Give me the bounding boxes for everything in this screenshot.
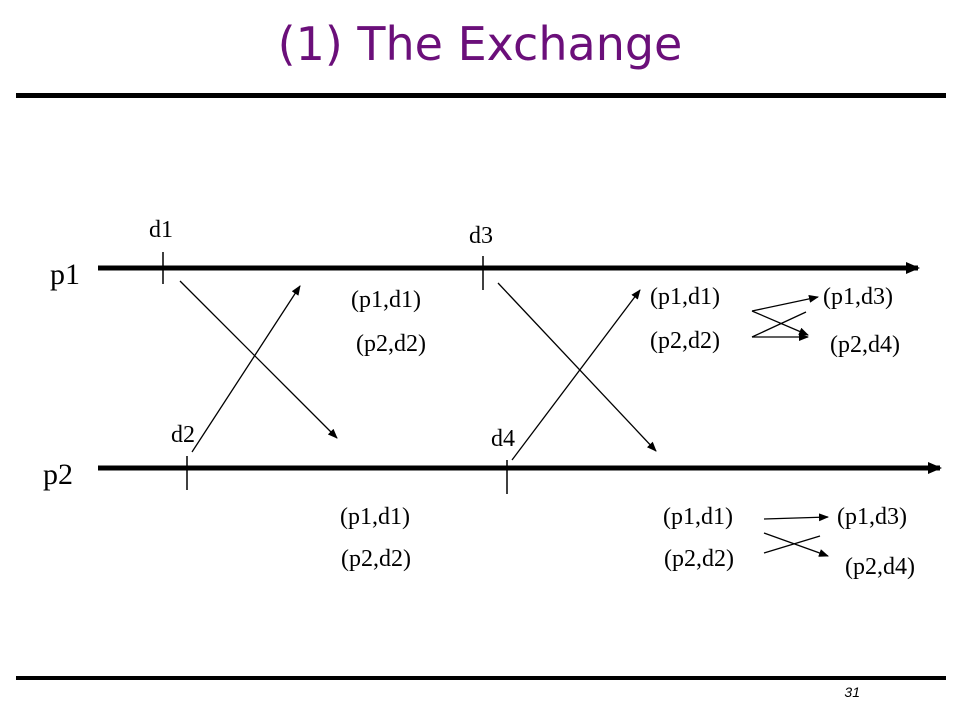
top-rule — [16, 93, 946, 98]
event-label-d3: d3 — [469, 223, 493, 249]
event-label-d4: d4 — [491, 426, 515, 452]
event-label-d1: d1 — [149, 217, 173, 243]
state-label: (p1,d1) — [340, 504, 410, 530]
event-label-d2: d2 — [171, 422, 195, 448]
state-label: (p2,d2) — [650, 328, 720, 354]
message-arrow-d4-to-p1 — [511, 289, 641, 461]
state-label: (p2,d4) — [845, 554, 915, 580]
message-arrow-d2-to-p1 — [191, 285, 301, 453]
state-label: (p2,d2) — [341, 546, 411, 572]
state-label: (p1,d1) — [663, 504, 733, 530]
state-label: (p1,d3) — [837, 504, 907, 530]
swap-arrow — [763, 532, 829, 557]
swap-arrow — [751, 294, 819, 312]
state-label: (p2,d2) — [664, 546, 734, 572]
state-label: (p1,d1) — [650, 284, 720, 310]
state-label: (p1,d1) — [351, 287, 421, 313]
swap-arrow — [763, 535, 821, 554]
message-arrow-d3-to-p2 — [497, 282, 657, 452]
bottom-rule — [16, 676, 946, 680]
swap-arrow — [751, 311, 807, 338]
state-label: (p2,d2) — [356, 331, 426, 357]
message-arrow-d1-to-p2 — [179, 280, 338, 439]
state-label: (p1,d3) — [823, 284, 893, 310]
state-label: (p2,d4) — [830, 332, 900, 358]
process-label-p2: p2 — [43, 458, 73, 491]
process-label-p1: p1 — [50, 258, 80, 291]
slide-title: (1) The Exchange — [277, 17, 683, 71]
swap-arrow — [751, 310, 809, 336]
page-number: 31 — [844, 684, 860, 700]
swap-arrow — [763, 513, 829, 522]
